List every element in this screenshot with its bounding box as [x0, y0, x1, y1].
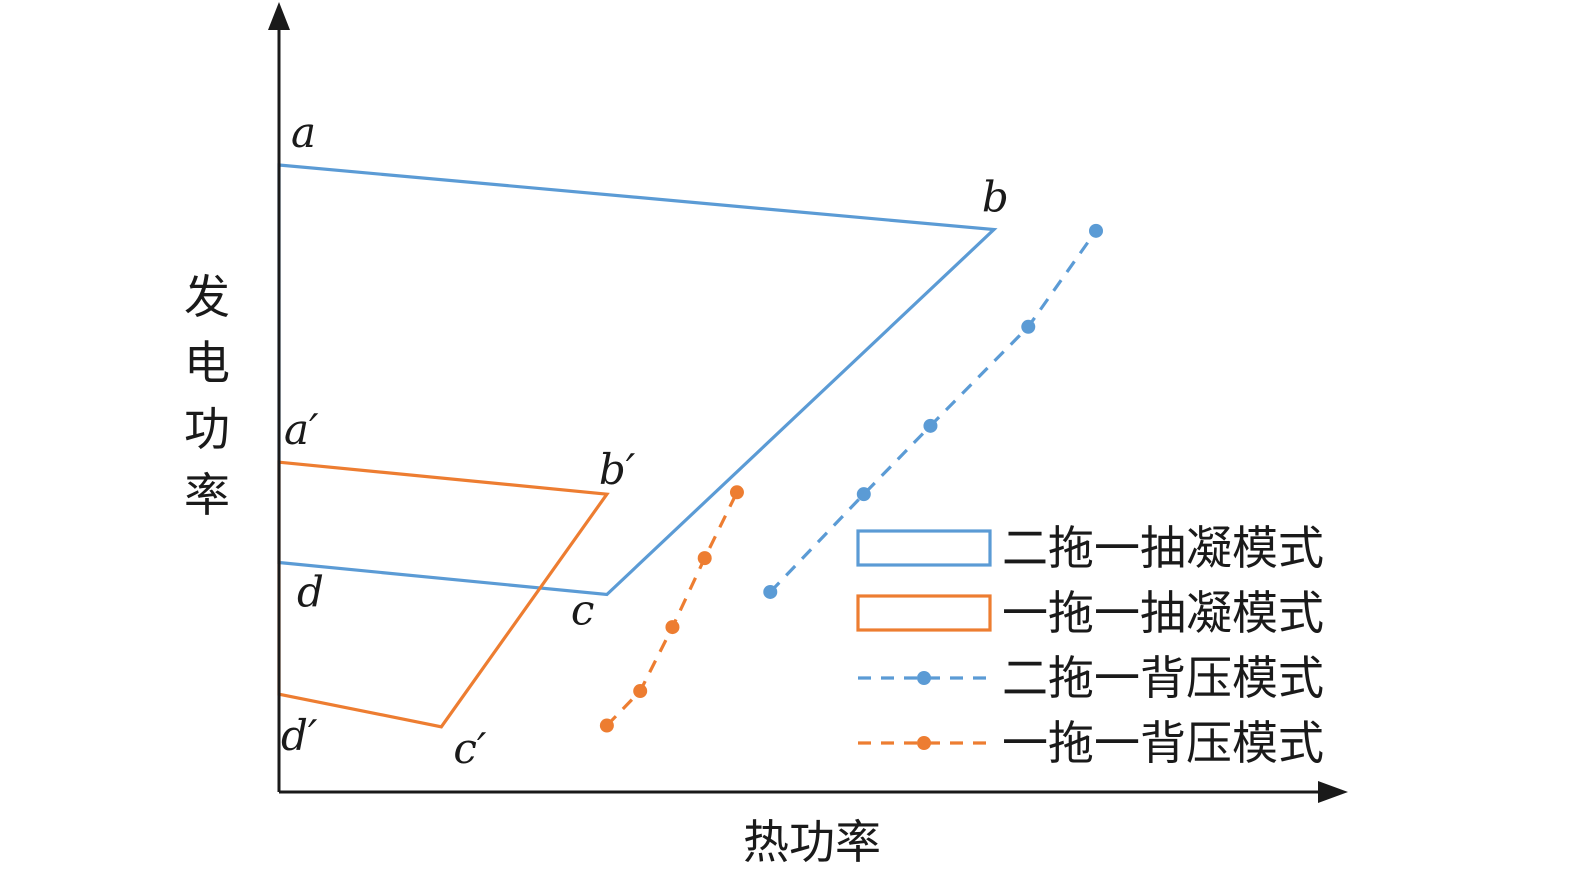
x-axis-label: 热功率: [743, 815, 881, 869]
point-label-1-1: b′: [599, 445, 636, 494]
legend-swatch-0: [856, 529, 992, 567]
series-2-marker-4: [1089, 223, 1103, 238]
series-1-outline: [277, 460, 610, 729]
y-axis-label-char-3: 率: [184, 468, 230, 522]
series-3-line: [605, 491, 739, 727]
point-labels-layer: a b c d a′ b′ c′ d′: [281, 108, 1009, 773]
series-2-marker-3: [1021, 319, 1036, 334]
legend-label-1: 一拖一抽凝模式: [1002, 586, 1324, 640]
point-label-1-3: d′: [281, 711, 318, 760]
legend-label-2: 二拖一背压模式: [1002, 651, 1324, 705]
series-3-marker-4: [729, 485, 744, 500]
x-axis-arrow: [1318, 781, 1348, 803]
legend-label-0: 二拖一抽凝模式: [1002, 521, 1324, 575]
point-label-0-0: a: [291, 108, 316, 157]
point-label-0-1: b: [982, 173, 1009, 222]
y-axis-label-char-0: 发: [184, 270, 230, 324]
series-2-marker-0: [763, 584, 778, 599]
point-label-0-3: d: [297, 568, 324, 617]
legend-swatch-1: [856, 594, 992, 632]
series-3-marker-3: [697, 551, 712, 566]
point-label-1-2: c′: [453, 724, 487, 773]
series-layer: [277, 163, 1103, 733]
point-label-0-2: c: [571, 585, 595, 634]
series-2-marker-2: [923, 418, 938, 433]
y-axis-arrow: [268, 2, 290, 30]
y-axis-label-char-1: 电: [184, 336, 230, 390]
series-3-marker-1: [633, 684, 648, 699]
axes-layer: [268, 2, 1348, 803]
series-2-marker-1: [856, 487, 871, 502]
legend-swatch-marker-2: [917, 671, 931, 685]
series-3-marker-2: [665, 620, 680, 635]
y-axis-label-char-2: 功: [184, 402, 230, 456]
legend-swatch-marker-3: [917, 736, 931, 750]
point-label-1-0: a′: [284, 405, 319, 454]
legend-label-3: 一拖一背压模式: [1002, 716, 1324, 770]
series-3-marker-0: [599, 718, 614, 733]
